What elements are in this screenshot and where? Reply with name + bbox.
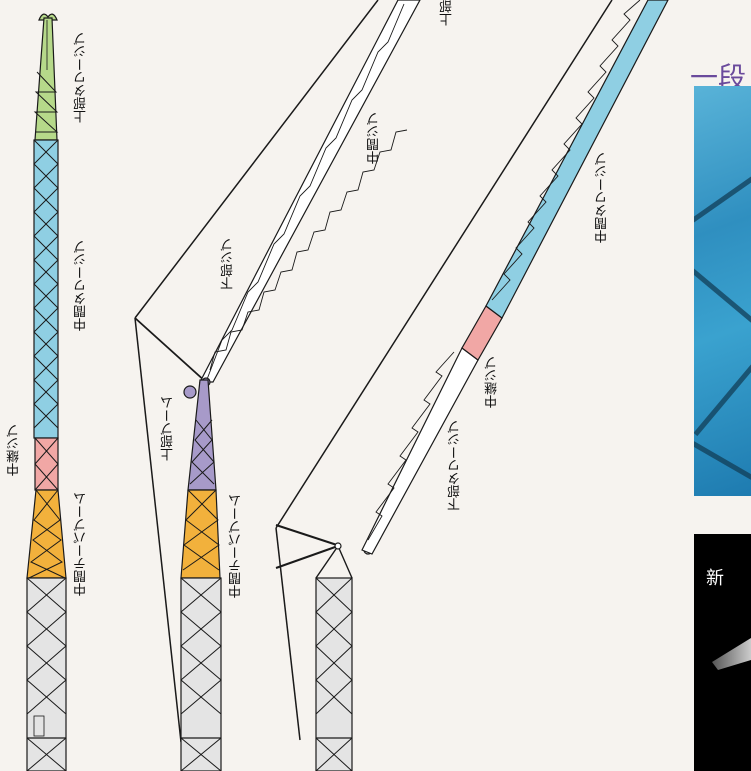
label-right-relay-jib: 中継ジブ [485, 356, 500, 408]
label-left-relay-jib: 中継ジブ [7, 424, 22, 476]
crane-photo [694, 86, 751, 496]
left-relay-jib-section [34, 437, 59, 491]
right-middle-tower-jib-section [485, 0, 669, 319]
label-left-middle-taper-boom: 中間テーパブーム [74, 492, 89, 596]
middle-white-jib-section [199, 0, 421, 383]
label-mid-middle-jib: 中間ジブ [367, 112, 382, 164]
middle-boom-tip-sheave [183, 385, 197, 399]
video-panel-text: 新 [706, 568, 724, 589]
label-mid-middle-taper-boom: 中間テーパブーム [229, 494, 244, 598]
right-crane [275, 0, 669, 771]
label-mid-lower-jib: 下部ジブ [221, 238, 236, 290]
middle-crane [134, 0, 421, 771]
label-mid-upper-cut: 上部 [440, 0, 455, 26]
video-panel[interactable]: 新 [694, 534, 751, 771]
video-thumbnail-shape [712, 638, 751, 670]
label-right-middle-tower-jib: 中間タワージブ [595, 152, 610, 243]
label-mid-upper-boom: 上部ブーム [161, 396, 176, 461]
label-right-lower-tower-jib: 下部タワージブ [448, 420, 463, 511]
label-left-middle-tower-jib: 中間タワージブ [74, 240, 89, 331]
left-crane [26, 13, 67, 771]
label-left-upper-tower-jib: 上部タワージブ [74, 32, 89, 123]
